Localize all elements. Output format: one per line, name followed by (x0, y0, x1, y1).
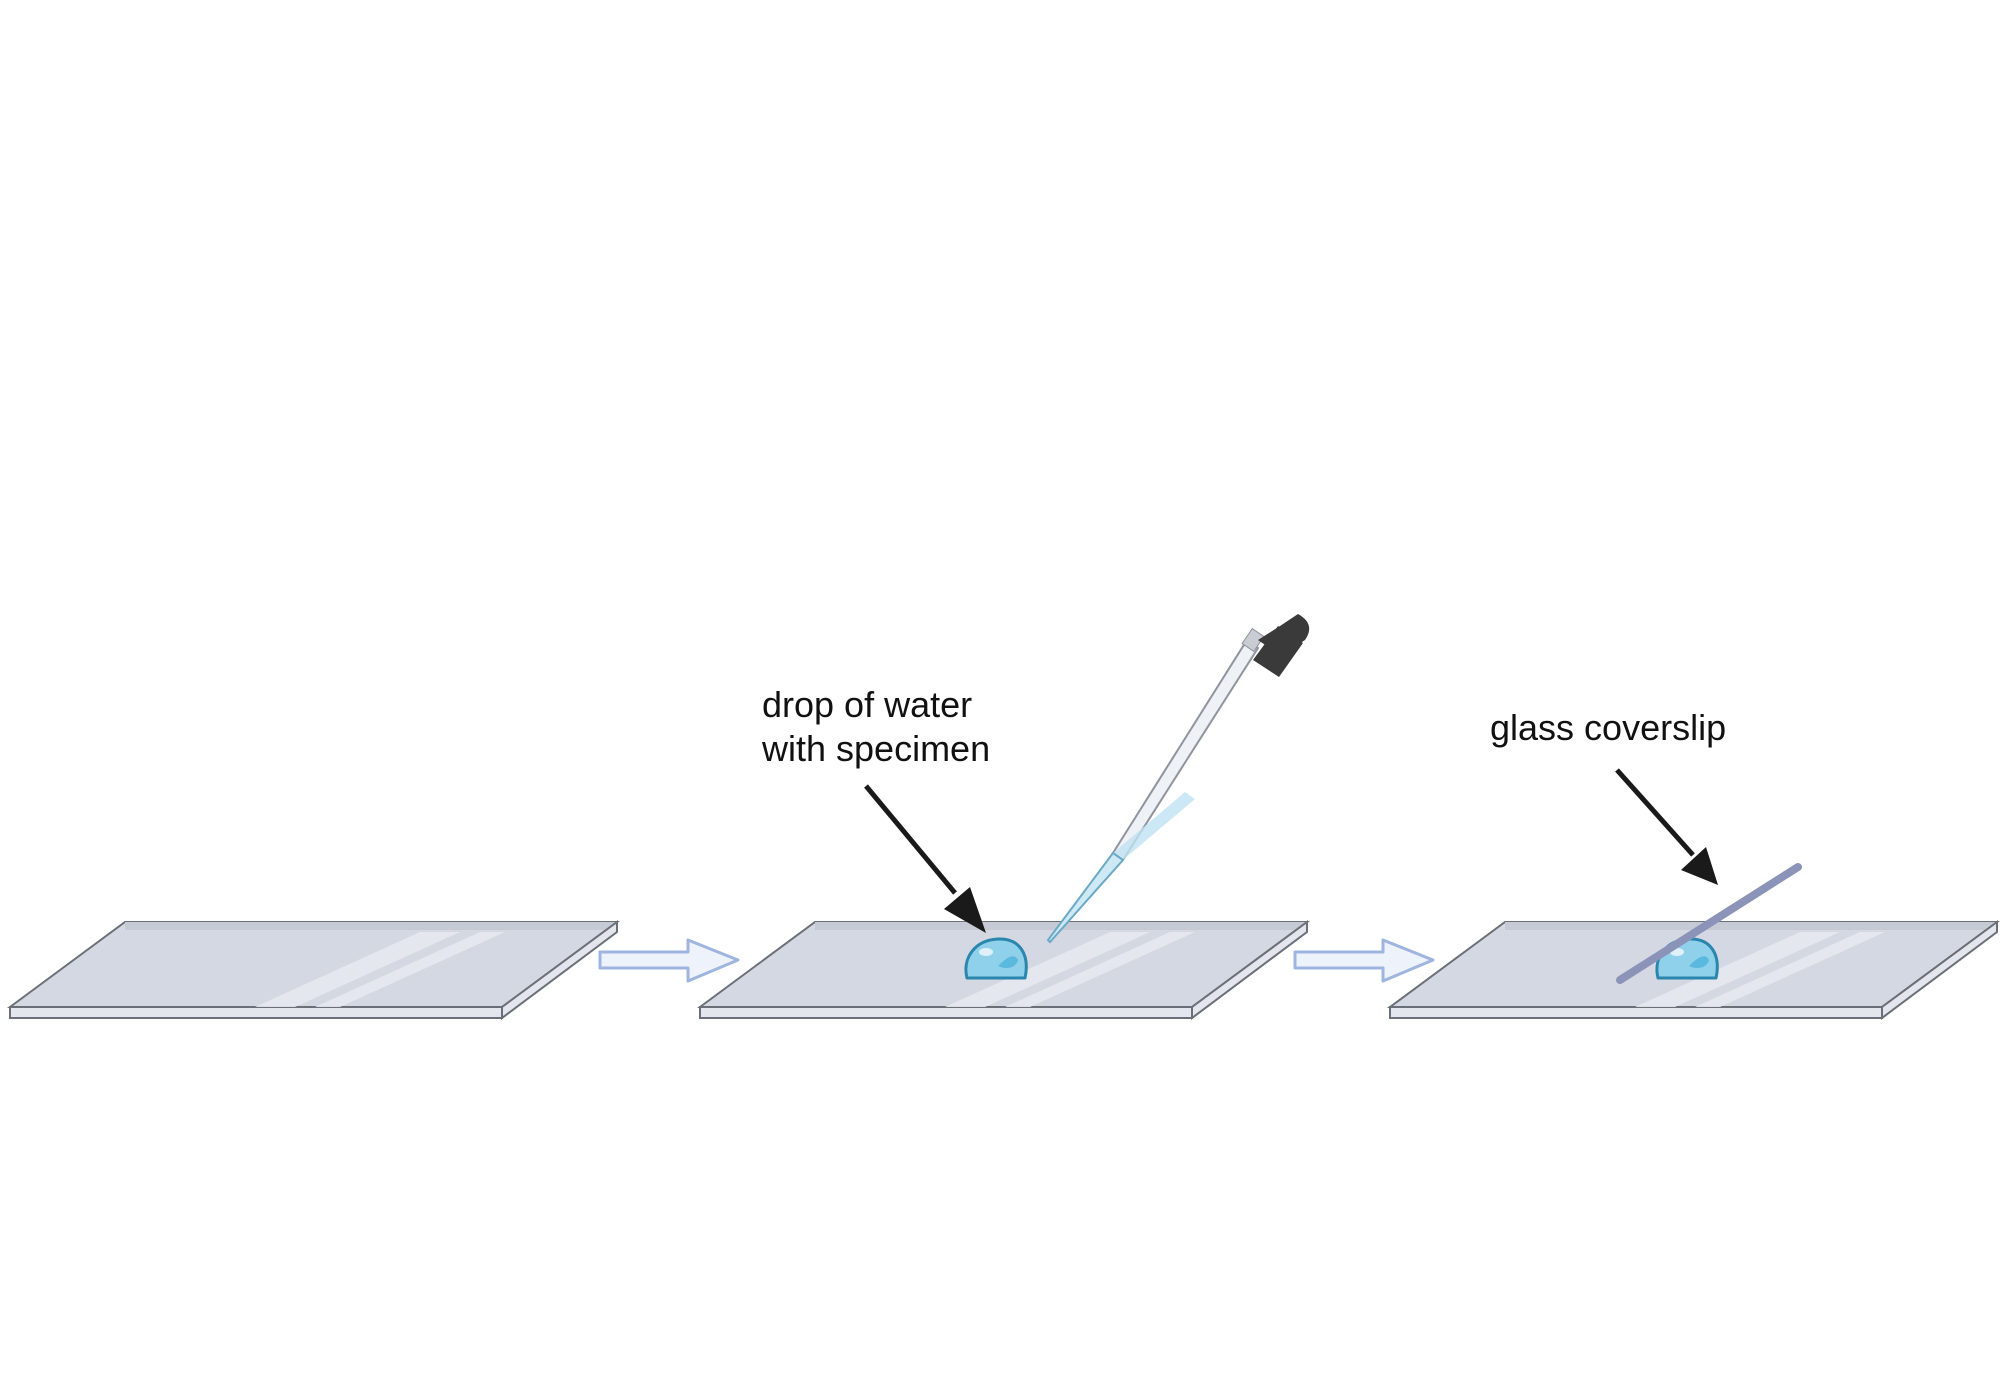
pipette-icon (1046, 614, 1310, 944)
pointer-arrow-water-drop (864, 784, 986, 933)
coverslip-icon (1616, 863, 1802, 984)
water-drop-icon (964, 937, 1028, 980)
step-arrow-1 (598, 938, 740, 983)
step-arrow-2 (1293, 938, 1435, 983)
pointer-arrow-coverslip (1615, 768, 1718, 885)
label-water-drop-line1: drop of water (762, 684, 973, 725)
microscope-slide-empty (6, 920, 621, 1020)
label-water-drop-line2: with specimen (762, 728, 991, 769)
label-water-drop: drop of water with specimen (762, 683, 990, 771)
microscope-slide-with-coverslip (1386, 920, 2000, 1020)
label-coverslip: glass coverslip (1490, 707, 1727, 748)
